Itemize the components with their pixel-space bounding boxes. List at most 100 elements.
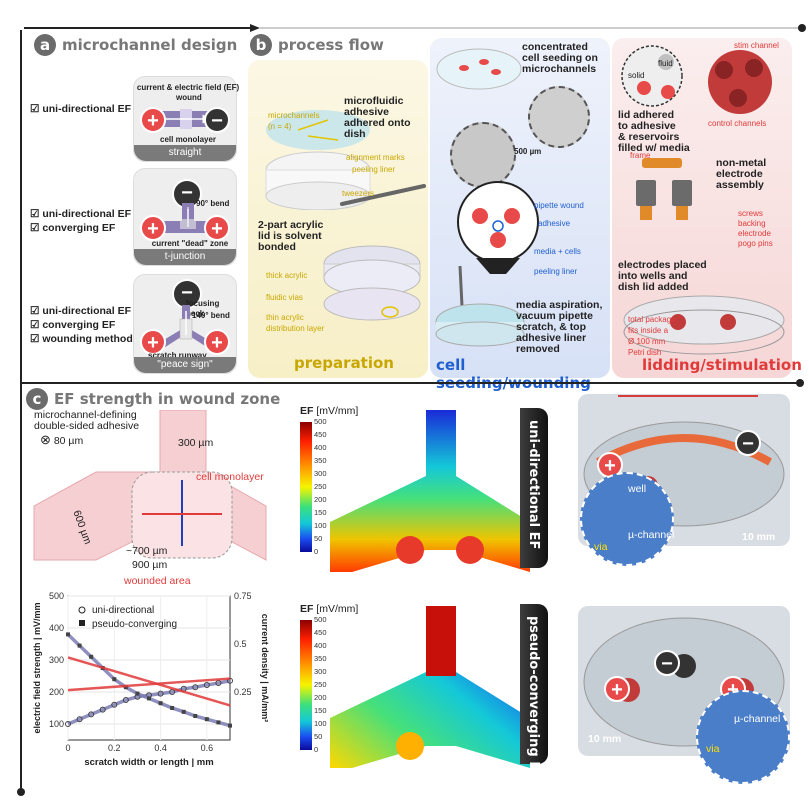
label-thin-acrylic: thin acrylic distribution layer xyxy=(266,313,325,333)
electrode-assembly xyxy=(636,158,692,220)
label-peeling-liner-b: peeling liner xyxy=(534,267,578,276)
data-point xyxy=(227,677,233,684)
ef-title-1: EF [mV/mm] xyxy=(300,405,359,417)
cross-circle-icon: ⊗ xyxy=(40,432,51,447)
design-straight: current & electric field (EF) wound + − … xyxy=(133,76,239,162)
lid-channels xyxy=(621,45,772,114)
peace-channel xyxy=(152,305,220,353)
scale-tick-label: 450 xyxy=(314,430,327,439)
y-tick-label: 400 xyxy=(49,623,64,633)
data-point xyxy=(170,706,175,710)
check-straight-1: ☑ uni-directional EF xyxy=(30,103,132,115)
tab-uni-directional: uni-directional EF xyxy=(520,408,548,568)
label-thick-acrylic: thick acrylic xyxy=(266,271,308,280)
label-well: well xyxy=(628,483,647,495)
top-flow-arrow xyxy=(24,24,806,32)
x-axis-label: scratch width or length | mm xyxy=(84,757,213,768)
scale-tick-label: 300 xyxy=(314,667,327,676)
label-adhesive-note: microchannel-defining double-sided adhes… xyxy=(34,409,140,432)
data-point xyxy=(76,716,83,723)
data-point xyxy=(122,697,129,703)
scale-tick-label: 500 xyxy=(314,615,327,624)
data-point xyxy=(203,681,210,688)
data-point xyxy=(88,711,95,718)
scale-tick-label: 400 xyxy=(314,443,327,452)
panel-b-title: process flow xyxy=(278,36,384,54)
label-wounded-area: wounded area xyxy=(124,575,191,587)
preparation-panel: microchannels (n = 4) microfluidic adhes… xyxy=(248,60,428,378)
x-tick-label: 0.2 xyxy=(108,743,121,753)
seeding-dish xyxy=(436,48,522,90)
series-line xyxy=(67,656,231,707)
y2-tick-label: 0.75 xyxy=(234,591,252,601)
check-peace-2: ☑ converging EF xyxy=(30,319,116,331)
label-140-bend: 140° bend xyxy=(192,311,230,320)
channel-geometry xyxy=(33,410,267,561)
label-700um: ~700 µm xyxy=(126,545,168,557)
y-axis-label: electric field strength | mV/mm xyxy=(32,602,42,733)
data-point xyxy=(111,701,118,708)
data-point xyxy=(135,691,140,696)
label-solid: solid xyxy=(628,71,645,80)
data-point xyxy=(99,706,106,713)
heatmap-pseudo xyxy=(330,606,530,768)
plus-electrode-icon: + xyxy=(604,676,630,702)
label-thickness: ⊗ 80 µm xyxy=(40,432,84,447)
y-tick-label: 200 xyxy=(49,687,64,697)
section-divider xyxy=(20,379,804,387)
panel-b-badge: b xyxy=(250,34,272,56)
scale-tick-label: 350 xyxy=(314,654,327,663)
data-point xyxy=(193,714,198,718)
label-stim-channel: stim channel xyxy=(734,41,779,50)
scale-tick-label: 350 xyxy=(314,456,327,465)
label-90-bend: 90° bend xyxy=(196,199,230,208)
check-tjunction-1: ☑ uni-directional EF xyxy=(30,208,132,220)
check-tjunction-2: ☑ converging EF xyxy=(30,222,116,234)
data-point xyxy=(228,723,232,728)
plus-electrode-icon: + xyxy=(204,329,230,355)
dish-illustration xyxy=(265,110,371,210)
data-point xyxy=(89,654,94,659)
plus-electrode-icon: + xyxy=(204,215,230,241)
label-adhesive: adhesive xyxy=(538,219,571,228)
label-dead-zone: current "dead" zone xyxy=(151,239,229,248)
label-cell-monolayer: cell monolayer xyxy=(160,135,217,144)
seeding-panel: concentrated cell seeding on microchanne… xyxy=(430,38,610,392)
scale-tick-label: 400 xyxy=(314,641,327,650)
label-electrodes-placed: electrodes placed into wells and dish li… xyxy=(618,259,707,293)
panel-a-title: microchannel design xyxy=(62,36,238,54)
left-flow-line xyxy=(17,30,25,796)
label-cell-monolayer-c: cell monolayer xyxy=(196,471,264,483)
minus-electrode-icon: − xyxy=(204,107,230,133)
data-point xyxy=(77,643,82,648)
y2-tick-label: 0.25 xyxy=(234,687,252,697)
panel-c-title: EF strength in wound zone xyxy=(54,390,281,408)
x-tick-label: 0.6 xyxy=(201,743,214,753)
minus-electrode-icon: − xyxy=(654,650,680,676)
series-line xyxy=(67,677,231,692)
label-uchannel-1: µ-channel xyxy=(628,529,675,541)
scale-tick-label: 150 xyxy=(314,706,327,715)
data-point xyxy=(181,709,186,714)
data-point xyxy=(112,677,117,682)
data-point xyxy=(157,690,164,697)
label-aspiration: media aspiration, vacuum pipette scratch… xyxy=(516,299,603,355)
minus-electrode-icon: − xyxy=(735,430,761,456)
micrograph-1 xyxy=(528,86,590,148)
label-control-channels: control channels xyxy=(708,119,767,128)
legend-label-pseudo: pseudo-converging xyxy=(92,619,177,630)
label-electrode: electrode xyxy=(738,229,771,238)
label-scale-10mm-2: 10 mm xyxy=(588,733,622,745)
label-900um: 900 µm xyxy=(132,559,168,571)
label-via-2: via xyxy=(706,743,720,755)
design-tjunction: − 90° bend + + current "dead" zone t-jun… xyxy=(133,168,237,266)
scale-tick-label: 50 xyxy=(314,732,323,741)
label-via-1: via xyxy=(594,541,608,553)
scale-tick-label: 450 xyxy=(314,628,327,637)
y-tick-label: 300 xyxy=(49,655,64,665)
legend-label-uni: uni-directional xyxy=(92,605,154,616)
wound-zoom xyxy=(457,181,539,274)
label-alignment-marks: alignment marks xyxy=(346,153,405,162)
y2-tick-label: 0.5 xyxy=(234,639,247,649)
